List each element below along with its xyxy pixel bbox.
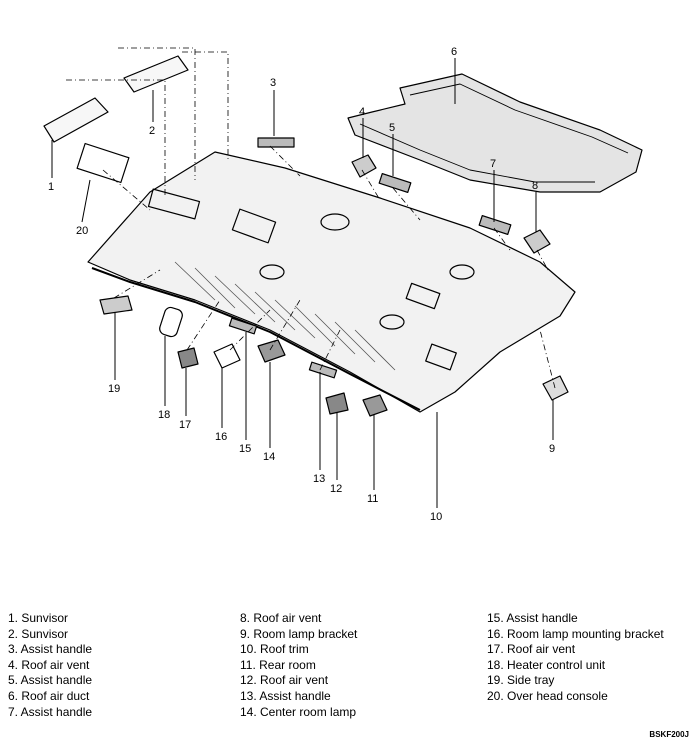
legend-item: 4. Roof air vent (8, 657, 90, 672)
side-tray-19 (99, 295, 133, 315)
roof-air-vent-12 (325, 392, 349, 415)
roof-air-vent-8 (523, 229, 551, 254)
callout-3: 3 (270, 77, 276, 89)
legend-item: 15. Assist handle (487, 611, 578, 625)
callout-13: 13 (313, 473, 325, 485)
legend-item: 12. Roof air vent (240, 673, 329, 688)
assist-handle-5 (378, 173, 412, 193)
roof-air-duct-inner (359, 83, 629, 183)
assist-handle-13 (308, 361, 338, 379)
callout-11: 11 (367, 493, 378, 505)
roof-trim-opening (320, 213, 350, 231)
legend-item: 9. Room lamp bracket (240, 626, 358, 641)
figure-code: BSKF200J (649, 730, 689, 739)
legend-item: 14. Center room lamp (240, 704, 357, 719)
heater-control-unit-18 (159, 306, 183, 338)
roof-trim-ribs (174, 261, 396, 371)
callout-14: 14 (263, 451, 275, 463)
callout-5: 5 (389, 122, 395, 134)
room-lamp-bracket-9 (542, 375, 569, 401)
callout-4: 4 (359, 106, 365, 118)
exploded-parts-diagram: 1 2 3 4 5 6 7 8 9 10 11 12 13 14 15 16 1… (43, 46, 643, 523)
leader-lines (51, 58, 554, 508)
legend-item: 10. Roof trim (240, 642, 309, 657)
roof-trim-opening (425, 343, 457, 371)
legend-column-1: 1. Sunvisor 2. Sunvisor 3. Assist handle… (8, 611, 92, 720)
roof-air-duct (347, 73, 643, 193)
rear-room-lamp-11 (362, 394, 388, 417)
callout-1: 1 (48, 181, 54, 193)
roof-air-vent-17 (177, 347, 199, 369)
callout-7: 7 (490, 158, 496, 170)
sunvisor-2 (123, 55, 189, 93)
legend-item: 17. Roof air vent (487, 642, 576, 657)
callout-2: 2 (149, 125, 155, 137)
legend-item: 2. Sunvisor (8, 626, 69, 641)
legend-column-2: 8. Roof air vent 9. Room lamp bracket 10… (240, 611, 357, 720)
room-lamp-mounting-bracket-16 (213, 343, 241, 369)
legend-item: 18. Heater control unit (487, 657, 606, 672)
callout-9: 9 (549, 443, 555, 455)
legend-item: 13. Assist handle (240, 688, 331, 703)
callout-12: 12 (330, 483, 342, 495)
legend-item: 3. Assist handle (8, 642, 93, 657)
legend-item: 8. Roof air vent (240, 611, 322, 625)
legend-item: 1. Sunvisor (8, 611, 69, 625)
callout-6: 6 (451, 46, 457, 58)
center-room-lamp-14 (257, 339, 286, 363)
roof-trim-front-edge (91, 267, 421, 411)
callout-15: 15 (239, 443, 251, 455)
callout-8: 8 (532, 180, 538, 192)
installation-lines (66, 47, 556, 389)
legend-item: 6. Roof air duct (8, 688, 90, 703)
roof-trim-opening (147, 188, 201, 220)
legend-item: 5. Assist handle (8, 673, 93, 688)
callout-20: 20 (76, 225, 88, 237)
legend-item: 20. Over head console (487, 688, 608, 703)
roof-trim-opening (259, 264, 285, 280)
legend-column-3: 15. Assist handle 16. Room lamp mounting… (487, 611, 664, 705)
legend-item: 16. Room lamp mounting bracket (487, 626, 664, 641)
callout-19: 19 (108, 383, 120, 395)
assist-handle-7 (478, 215, 512, 235)
roof-trim-panel (87, 151, 576, 413)
roof-trim-opening (231, 208, 277, 244)
callout-18: 18 (158, 409, 170, 421)
legend-item: 11. Rear room (240, 657, 316, 672)
roof-trim-opening (449, 264, 475, 280)
sunvisor-1 (43, 97, 109, 143)
callout-10: 10 (430, 511, 442, 523)
legend-item: 19. Side tray (487, 673, 555, 688)
roof-trim-opening (379, 314, 405, 330)
legend-item: 7. Assist handle (8, 704, 93, 719)
callout-16: 16 (215, 431, 227, 443)
assist-handle-3 (257, 137, 295, 148)
over-head-console (76, 142, 130, 184)
roof-trim-opening (405, 282, 441, 310)
callout-17: 17 (179, 419, 191, 431)
